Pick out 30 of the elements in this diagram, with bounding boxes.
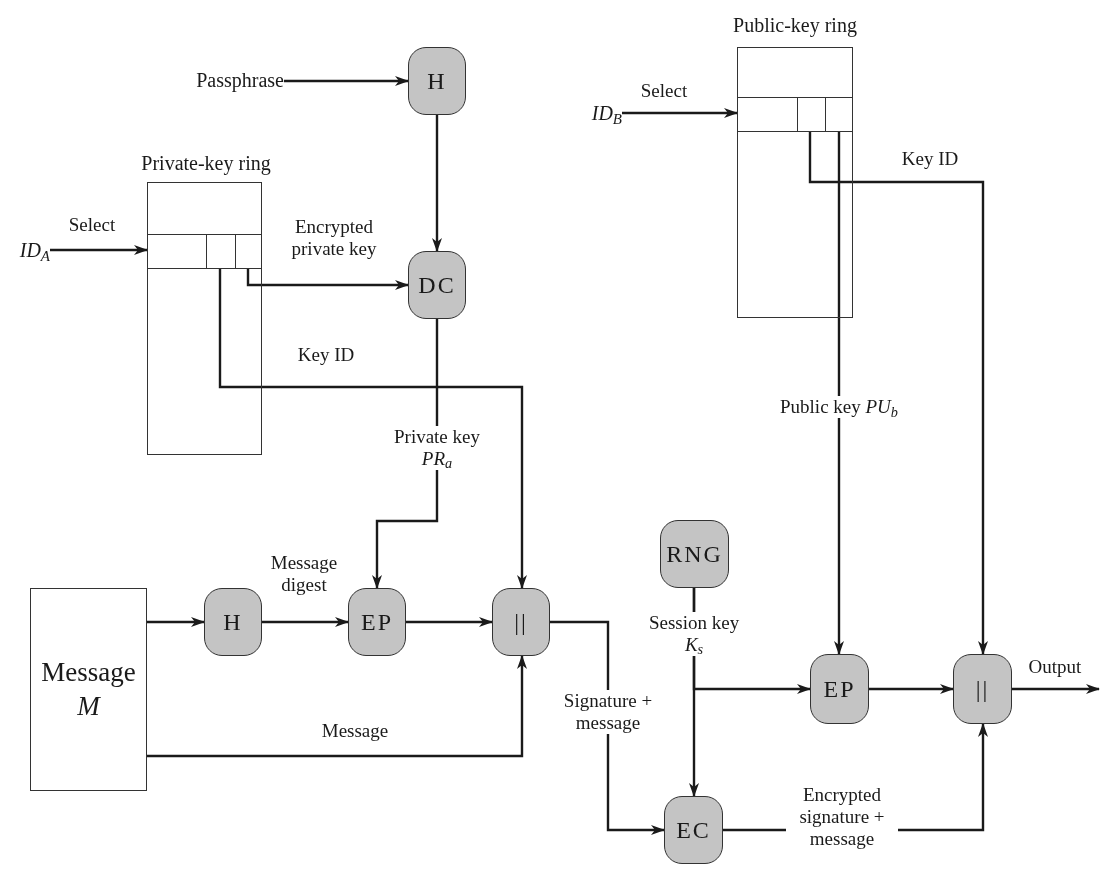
ring-heading: Private-key ring	[140, 151, 272, 177]
arrow	[50, 245, 148, 255]
process-box: RNG	[660, 520, 729, 588]
arrow	[406, 617, 493, 627]
arrow	[1012, 684, 1100, 694]
arrow	[432, 115, 442, 252]
input-label: ID$_{B}$	[591, 101, 622, 128]
process-box: H	[408, 47, 466, 115]
arrow	[834, 131, 844, 655]
process-box: EP	[810, 654, 869, 724]
process-box: H	[204, 588, 262, 656]
arrow	[246, 268, 409, 290]
process-box: ||	[492, 588, 550, 656]
input-label: ID$_{A}$	[19, 238, 50, 265]
arrow	[869, 684, 954, 694]
arrow	[622, 108, 738, 118]
message-box: Message M	[30, 588, 147, 791]
input-label: Passphrase	[196, 68, 284, 94]
arrow	[218, 268, 527, 589]
arrow	[262, 617, 349, 627]
process-box: DC	[408, 251, 466, 319]
ring-heading: Public-key ring	[732, 13, 858, 39]
process-box: EC	[664, 796, 723, 864]
process-box: ||	[953, 654, 1012, 724]
edge-label: Public key PU$_{b}$	[779, 396, 899, 418]
arrow	[147, 617, 205, 627]
arrow	[147, 655, 527, 758]
arrow	[284, 76, 409, 86]
arrow	[808, 131, 988, 655]
process-box: EP	[348, 588, 406, 656]
